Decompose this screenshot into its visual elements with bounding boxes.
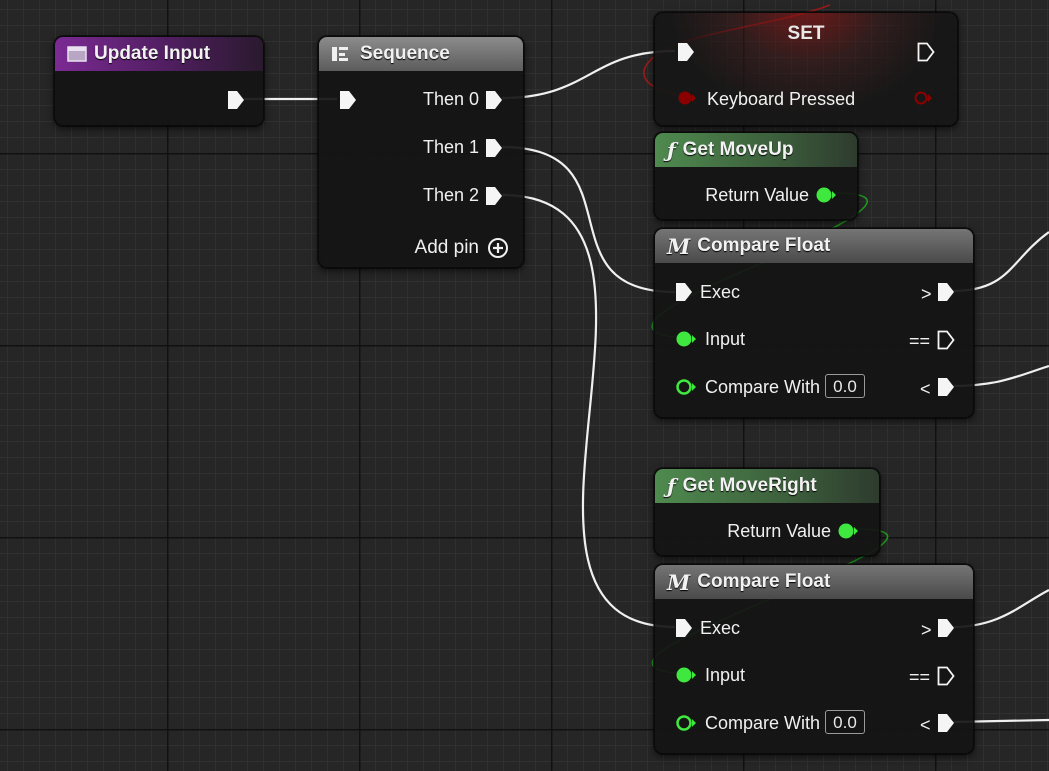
then-2-pin[interactable] (485, 186, 503, 206)
equal-output-pin[interactable] (937, 666, 955, 686)
then-0-label: Then 0 (422, 89, 479, 109)
function-f-icon: ƒ (667, 138, 676, 162)
compare-with-label: Compare With (705, 713, 821, 733)
exec-output-pin[interactable] (227, 90, 245, 110)
equal-label: == (909, 667, 931, 687)
node-header[interactable]: M Compare Float (655, 565, 973, 599)
equal-label: == (909, 331, 931, 351)
node-title: Get MoveRight (682, 475, 817, 496)
math-m-icon: M (667, 233, 691, 259)
update-input-event-node[interactable]: Update Input (54, 36, 264, 126)
exec-input-pin[interactable] (677, 42, 695, 62)
compare-float-node-1[interactable]: M Compare Float Exec > Input == Compare … (654, 228, 974, 418)
add-circle-icon (487, 237, 509, 259)
node-title: Compare Float (697, 571, 831, 592)
node-title: SET (787, 23, 825, 44)
node-title: Sequence (360, 43, 450, 64)
compare-with-value-field[interactable]: 0.0 (825, 710, 865, 734)
then-1-pin[interactable] (485, 138, 503, 158)
compare-float-node-2[interactable]: M Compare Float Exec > Input == Compare … (654, 564, 974, 754)
add-pin-button[interactable]: Add pin (415, 237, 509, 259)
compare-with-pin[interactable] (675, 714, 697, 732)
set-keyboard-pressed-node[interactable]: SET Keyboard Pressed (654, 12, 958, 126)
exec-label: Exec (700, 282, 741, 302)
exec-wire-then2-compare2 (501, 193, 676, 629)
node-title: Compare Float (697, 235, 831, 256)
exec-wire-then0-set (501, 49, 676, 100)
sequence-icon (331, 45, 353, 63)
exec-input-pin[interactable] (675, 618, 693, 638)
get-moveup-node[interactable]: ƒ Get MoveUp Return Value (654, 132, 858, 220)
compare-with-value-field[interactable]: 0.0 (825, 374, 865, 398)
less-label: < (920, 715, 931, 735)
less-output-pin[interactable] (937, 713, 955, 733)
float-output-pin[interactable] (837, 522, 859, 540)
sequence-node[interactable]: Sequence Then 0 Then 1 Then 2 Add pin (318, 36, 524, 268)
then-0-pin[interactable] (485, 90, 503, 110)
return-value-label: Return Value (705, 185, 809, 205)
event-window-icon (67, 46, 87, 62)
function-f-icon: ƒ (667, 474, 676, 498)
math-m-icon: M (667, 569, 691, 595)
node-title: Get MoveUp (682, 139, 794, 160)
node-header[interactable]: ƒ Get MoveUp (655, 133, 857, 167)
float-output-pin[interactable] (815, 186, 837, 204)
float-input-pin[interactable] (675, 666, 697, 684)
greater-label: > (921, 284, 932, 304)
variable-label: Keyboard Pressed (707, 89, 856, 109)
then-2-label: Then 2 (422, 185, 479, 205)
greater-output-pin[interactable] (937, 618, 955, 638)
exec-input-pin[interactable] (675, 282, 693, 302)
exec-input-pin[interactable] (339, 90, 357, 110)
exec-output-pin[interactable] (917, 42, 935, 62)
node-header[interactable]: Sequence (319, 37, 523, 71)
exec-wire-then1-compare1 (501, 145, 676, 294)
compare-with-label: Compare With (705, 377, 821, 397)
less-output-pin[interactable] (937, 377, 955, 397)
input-label: Input (705, 665, 746, 685)
bool-output-pin[interactable] (913, 90, 933, 106)
return-value-label: Return Value (727, 521, 831, 541)
greater-label: > (921, 620, 932, 640)
node-title: Update Input (94, 43, 211, 64)
node-header[interactable]: Update Input (55, 37, 263, 71)
get-moveright-node[interactable]: ƒ Get MoveRight Return Value (654, 468, 880, 556)
less-label: < (920, 379, 931, 399)
node-header[interactable]: M Compare Float (655, 229, 973, 263)
exec-label: Exec (700, 618, 741, 638)
compare-with-pin[interactable] (675, 378, 697, 396)
greater-output-pin[interactable] (937, 282, 955, 302)
then-1-label: Then 1 (422, 137, 479, 157)
add-pin-label: Add pin (414, 237, 479, 258)
float-input-pin[interactable] (675, 330, 697, 348)
node-header[interactable]: ƒ Get MoveRight (655, 469, 879, 503)
bool-input-pin[interactable] (677, 90, 697, 106)
input-label: Input (705, 329, 746, 349)
equal-output-pin[interactable] (937, 330, 955, 350)
